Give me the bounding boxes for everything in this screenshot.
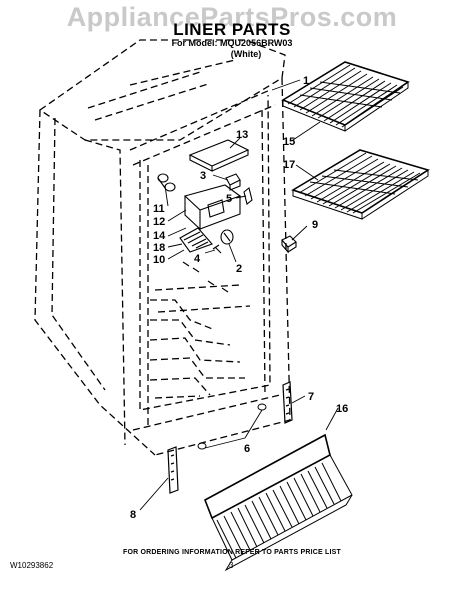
callout-18: 18 (153, 242, 165, 254)
basket-support-left (167, 446, 179, 494)
callout-6: 6 (244, 443, 250, 455)
callout-9: 9 (312, 219, 318, 231)
callout-3: 3 (200, 170, 206, 182)
callout-10: 10 (153, 254, 165, 266)
leader-lines (139, 79, 339, 511)
callout-13: 13 (236, 129, 248, 141)
callout-16: 16 (336, 403, 348, 415)
callout-14: 14 (153, 230, 166, 242)
variant-label: (White) (230, 49, 262, 59)
model-label: For Model: MQU2056BRW03 (171, 38, 293, 48)
callout-15: 15 (283, 136, 295, 148)
callout-2: 2 (236, 263, 242, 275)
liner-cabinet (34, 39, 291, 456)
wire-shelf-top (281, 61, 410, 132)
callout-17: 17 (283, 159, 295, 171)
callout-4: 4 (194, 253, 201, 265)
page-number: 3 (229, 561, 234, 570)
ordering-note: FOR ORDERING INFORMATION REFER TO PARTS … (122, 549, 342, 556)
plug-parts (197, 403, 267, 450)
callout-12: 12 (153, 216, 165, 228)
wire-basket (203, 433, 353, 572)
callout-labels: 1 2 3 4 5 6 7 8 9 10 11 12 13 14 15 16 1… (130, 75, 348, 521)
callout-8: 8 (130, 509, 136, 521)
basket-support-right (282, 381, 293, 424)
watermark: AppliancePartsPros.com (66, 2, 398, 32)
hinge-clip (281, 235, 297, 254)
callout-1: 1 (303, 75, 309, 87)
callout-7: 7 (308, 391, 314, 403)
document-number: W10293862 (10, 561, 54, 570)
page-title: LINER PARTS (173, 20, 291, 39)
callout-11: 11 (153, 203, 165, 215)
callout-5: 5 (226, 193, 232, 205)
wire-shelf-middle (291, 149, 430, 220)
